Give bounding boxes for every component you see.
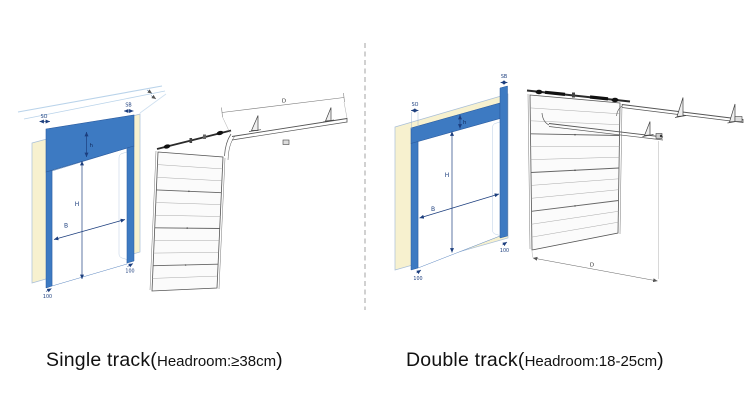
tick-jamb-left <box>416 269 422 275</box>
caption-headroom: Headroom:≥38cm <box>156 353 277 370</box>
ceiling-bracket <box>729 103 736 123</box>
wall-schematic-single: h H B SO SB 100 100 <box>17 85 167 300</box>
vertical-track-right <box>619 103 623 235</box>
door-3d-double: D <box>526 89 744 283</box>
jamb-right <box>126 145 135 264</box>
ceiling-bracket <box>250 115 259 131</box>
hinge-dots <box>184 190 190 266</box>
ceiling-bracket <box>324 107 332 122</box>
caption-headroom: Headroom:18-25cm <box>524 353 658 370</box>
shaft-bracket <box>572 92 575 98</box>
ceiling-bracket <box>643 121 651 136</box>
cable-drum-right <box>216 130 224 136</box>
torsion-spring <box>589 95 609 101</box>
tick-jamb-right <box>127 263 134 268</box>
label-lintel-height: h <box>463 120 467 126</box>
track-bend <box>224 133 232 157</box>
caption-single-track: Single track(Headroom:≥38cm) <box>46 349 283 372</box>
label-opening-height: H <box>75 201 80 208</box>
label-track-depth: D <box>590 263 594 269</box>
lower-track-bottom <box>548 126 664 141</box>
dim-tick <box>343 92 345 103</box>
dim-line-opening-width <box>53 218 126 241</box>
label-opening-width: B <box>64 223 68 230</box>
ceiling-bracket-foot <box>248 129 262 132</box>
label-side-room-left: SO <box>41 114 48 120</box>
shaft-bracket <box>189 138 193 143</box>
caption-close: ) <box>657 349 664 371</box>
cable-drum-right <box>611 97 619 103</box>
dim-line-opening-width <box>419 193 500 219</box>
jamb-left <box>45 170 53 289</box>
caption-title: Double track( <box>406 349 525 371</box>
shaft-coupler <box>203 134 206 139</box>
door-slats <box>152 164 223 279</box>
tick-jamb-right <box>502 241 508 247</box>
dim-extension <box>222 116 231 134</box>
vertical-track-left <box>527 93 531 250</box>
lower-track-bend <box>541 112 550 126</box>
track-roller <box>659 134 663 138</box>
horizontal-track-bottom <box>231 121 348 141</box>
door-opening <box>51 147 128 287</box>
roof-line <box>139 93 167 114</box>
ceiling-bracket <box>676 97 684 117</box>
label-jamb-left-width: 100 <box>413 276 422 282</box>
jamb-left <box>410 141 419 271</box>
cable-drum-left <box>163 144 171 149</box>
roof-line <box>17 85 163 113</box>
vertical-track-left <box>149 150 157 291</box>
label-lintel-height: h <box>90 143 94 149</box>
dim-extension <box>531 250 533 258</box>
track-component <box>734 116 743 122</box>
tick-jamb-left <box>45 288 52 293</box>
track-bend <box>616 105 624 117</box>
ceiling-bracket-foot <box>322 119 335 123</box>
vertical-track-right <box>218 157 226 290</box>
track-component <box>282 139 290 145</box>
caption-double-track: Double track(Headroom:18-25cm) <box>406 349 664 372</box>
torsion-spring <box>544 90 566 96</box>
dim-line-track-depth <box>221 97 345 113</box>
dim-extension <box>343 101 348 119</box>
label-opening-width: B <box>431 206 435 213</box>
caption-close: ) <box>276 349 283 371</box>
wall-schematic-double: h H B SO SB 100 100 <box>394 74 509 282</box>
ceiling-bracket-foot <box>674 115 687 118</box>
track-bend-outer <box>227 136 235 161</box>
label-track-depth: D <box>282 99 286 105</box>
horizontal-track-top <box>231 118 348 137</box>
door-3d-single: D <box>149 92 348 292</box>
roof-line <box>23 90 166 120</box>
lower-track-top <box>548 123 664 138</box>
ceiling-bracket-foot <box>642 134 654 137</box>
roof-arrow-icon <box>150 94 157 100</box>
label-side-room-right: SB <box>501 74 507 80</box>
label-jamb-right-width: 100 <box>125 269 134 275</box>
door-opening <box>417 117 501 269</box>
dim-tick <box>221 107 223 118</box>
label-side-room-left: SO <box>412 102 419 108</box>
caption-title: Single track( <box>46 349 157 371</box>
jamb-right <box>499 85 508 239</box>
label-opening-height: H <box>445 172 450 179</box>
label-jamb-left-width: 100 <box>43 294 52 300</box>
label-jamb-right-width: 100 <box>500 248 509 254</box>
door-panel-face <box>529 94 621 251</box>
hinge-dots <box>574 133 576 207</box>
door-panel-face <box>151 151 224 292</box>
double-track-diagram: h H B SO SB 100 100 <box>394 74 744 283</box>
single-track-diagram: h H B SO SB 100 100 <box>17 85 348 300</box>
label-side-room-right: SB <box>125 103 131 109</box>
roof-arrow-icon <box>146 89 153 94</box>
dim-line-track-depth <box>532 256 658 283</box>
opening-reveal <box>492 121 501 236</box>
cable-drum-left <box>535 89 543 95</box>
opening-reveal <box>118 151 128 260</box>
